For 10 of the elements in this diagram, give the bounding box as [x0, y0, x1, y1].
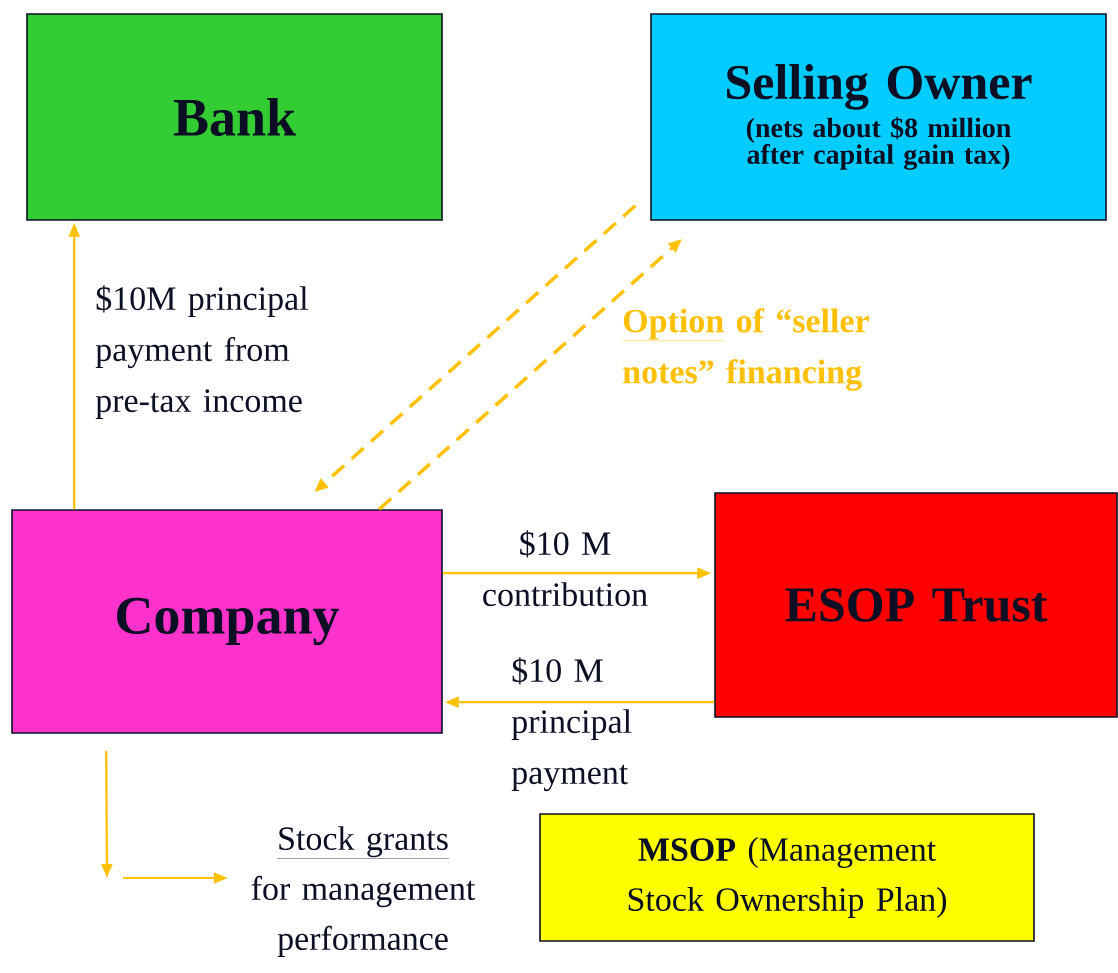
- edge-label: $10M principal payment from pre-tax income: [95, 285, 308, 420]
- edge-label: $10 M principal payment: [511, 657, 632, 792]
- edge-label: $10 M contribution: [483, 530, 648, 607]
- bank-box: Bank: [26, 13, 443, 221]
- msop-box: MSOP (Management Stock Ownership Plan): [539, 813, 1035, 942]
- note-text: Option of “seller notes” financing: [622, 308, 869, 391]
- stock-grants-text: Stock grants for management performance: [251, 826, 476, 958]
- trust-box: ESOP Trust: [714, 492, 1118, 718]
- owner-box: Selling Owner (nets about $8 million after capital gain tax): [650, 13, 1107, 221]
- company-box: Company: [11, 509, 443, 734]
